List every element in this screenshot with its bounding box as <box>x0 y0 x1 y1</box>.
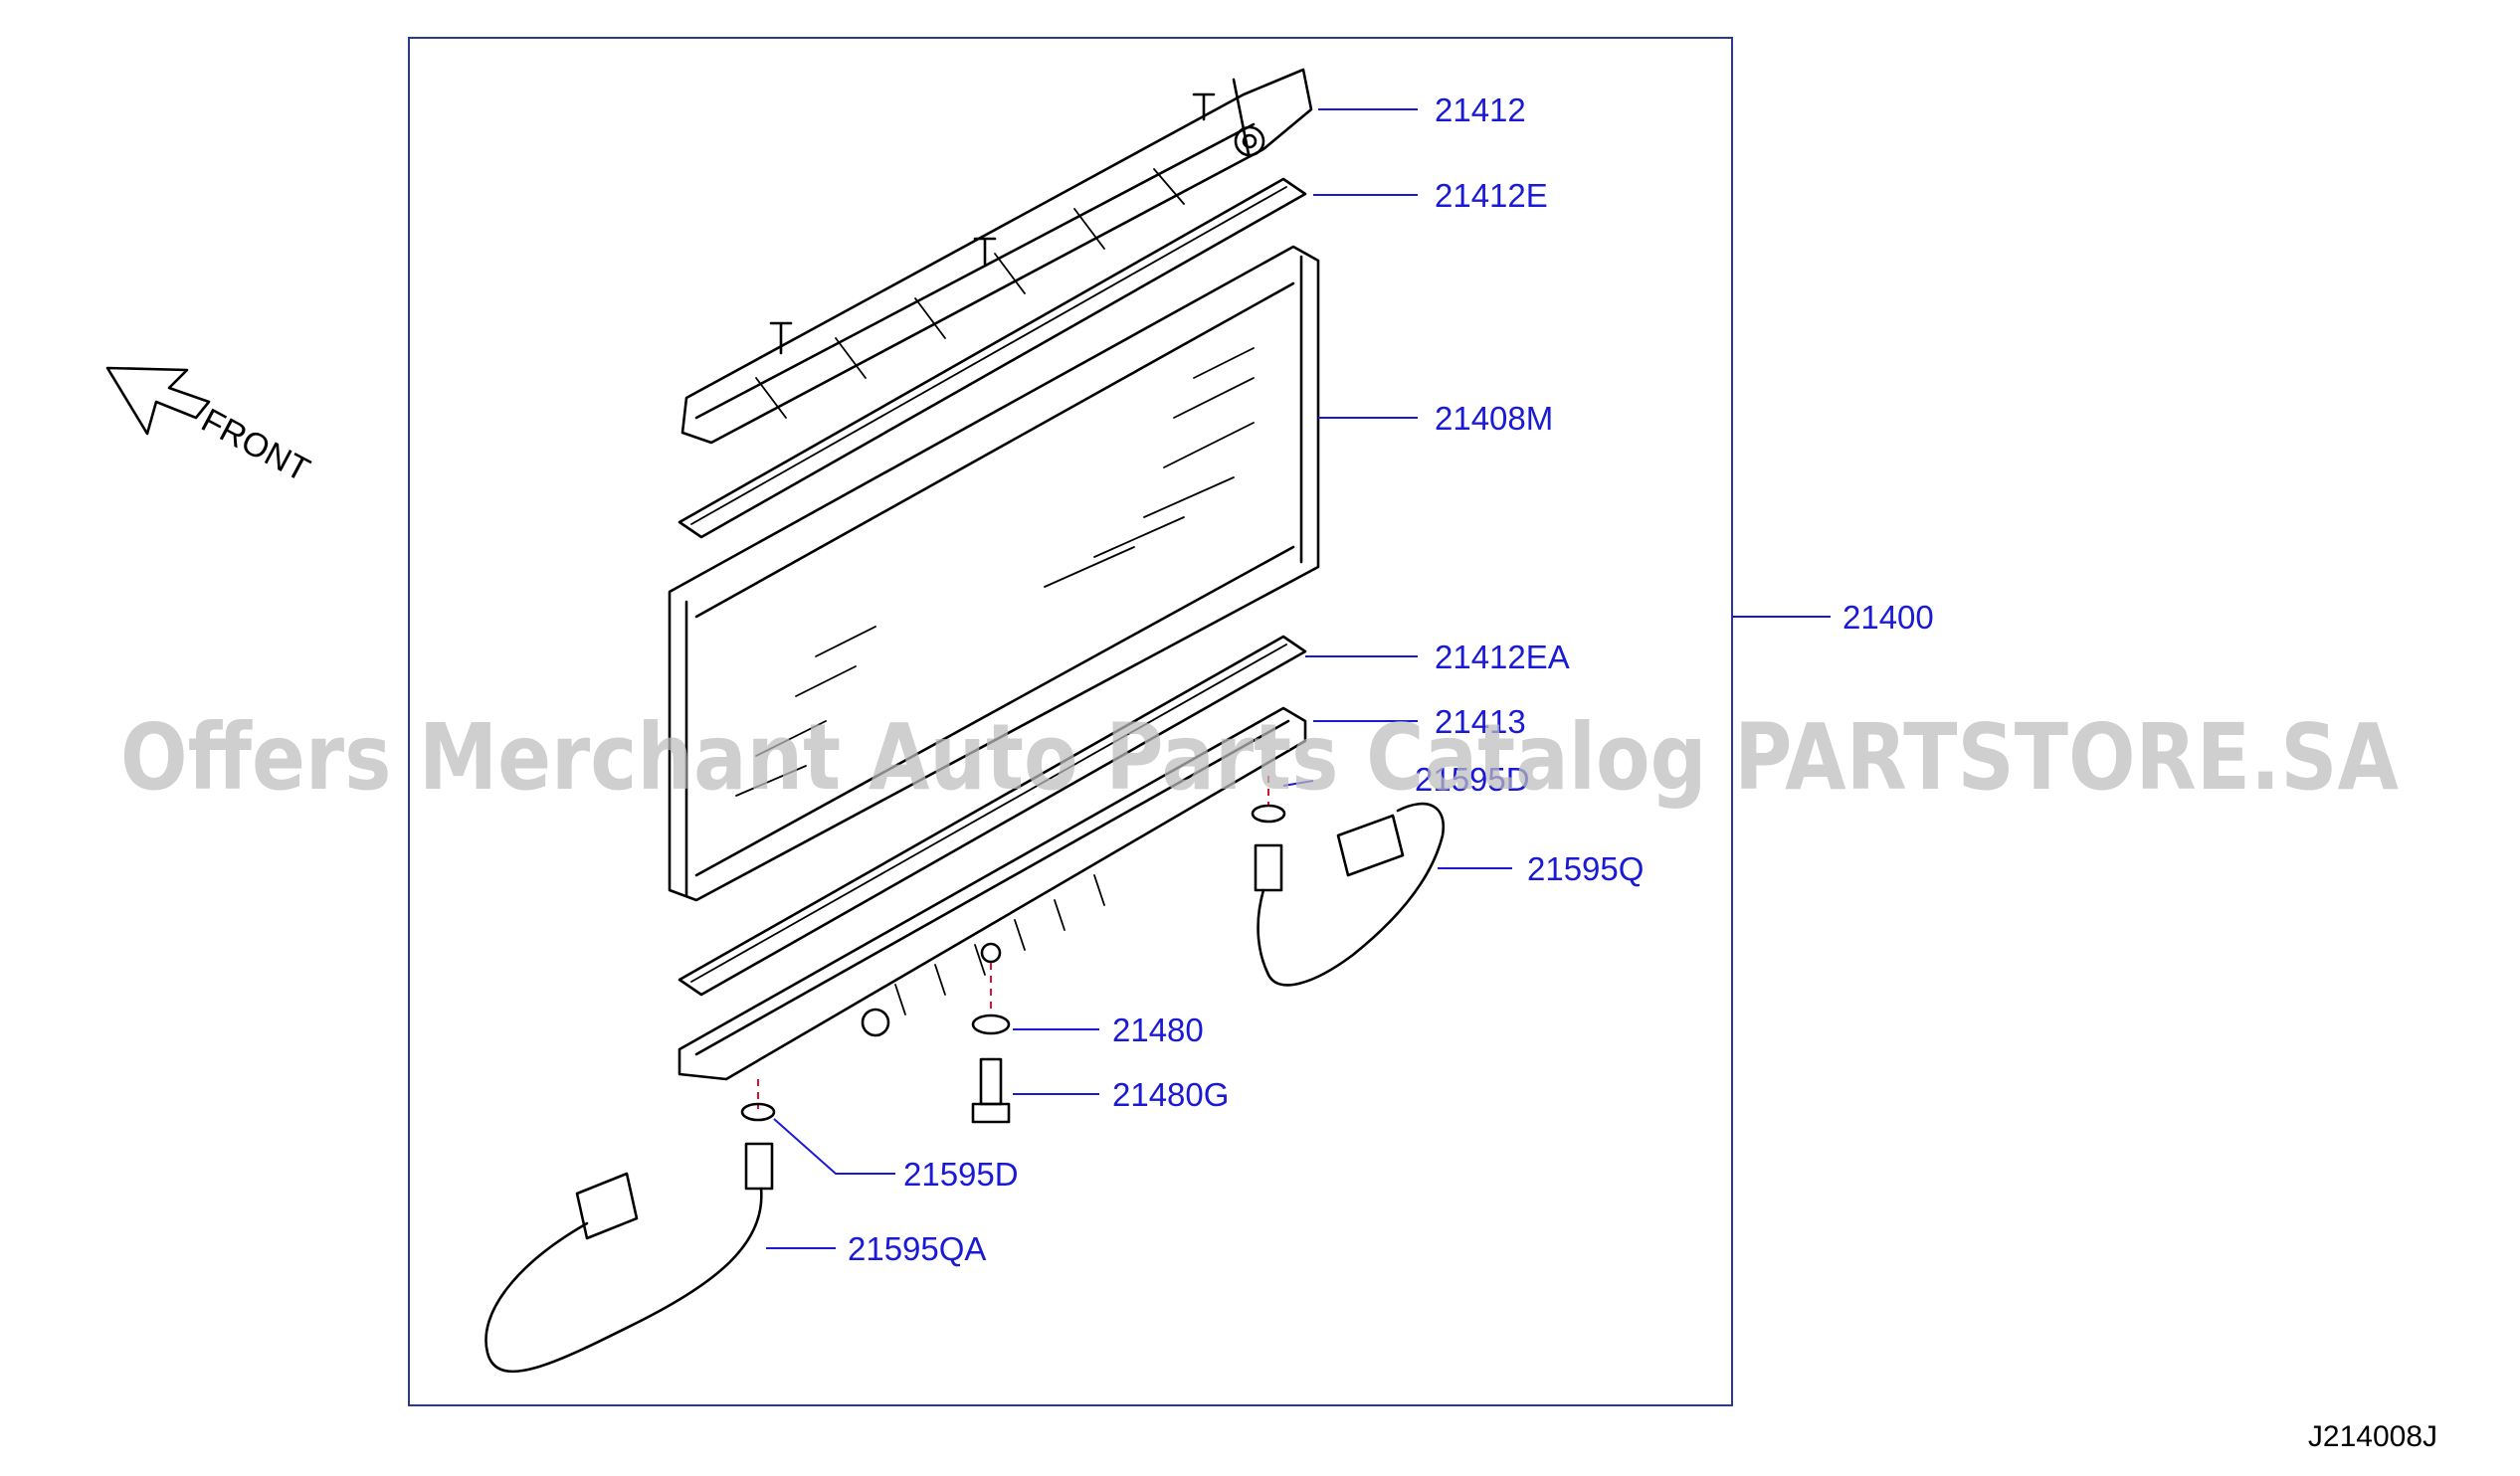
part-label-21595D-obscured[interactable]: 21595D <box>1415 761 1530 798</box>
leader-21595D <box>773 1118 895 1175</box>
sensor-harness-left-drawing <box>485 1142 774 1374</box>
watermark-text: Offers Merchant Auto Parts Catalog PARTS… <box>120 704 2399 811</box>
upper-gasket-drawing <box>678 177 1307 539</box>
drain-plug-drawing <box>971 1057 1011 1124</box>
front-label: FRONT <box>195 402 315 490</box>
washer-21480-drawing <box>971 1014 1011 1035</box>
part-label-21408M[interactable]: 21408M <box>1435 400 1553 437</box>
lower-gasket-drawing <box>678 635 1307 997</box>
washer-21595D-drawing <box>740 1102 776 1122</box>
part-label-21413[interactable]: 21413 <box>1435 703 1526 740</box>
radiator-core-drawing <box>668 245 1320 902</box>
washer-right-drawing <box>1251 804 1286 824</box>
leader-21595D-hidden <box>1282 780 1314 787</box>
upper-tank-drawing <box>680 68 1313 445</box>
sensor-harness-right-drawing <box>1254 802 1446 987</box>
part-label-21480[interactable]: 21480 <box>1112 1012 1204 1048</box>
diagram-code: J214008J <box>2308 1420 2437 1453</box>
part-label-21595D[interactable]: 21595D <box>903 1156 1019 1193</box>
front-arrow-icon <box>105 366 211 436</box>
part-label-21412[interactable]: 21412 <box>1435 92 1526 128</box>
part-label-21480G[interactable]: 21480G <box>1112 1076 1229 1113</box>
part-label-21595QA[interactable]: 21595QA <box>848 1230 986 1267</box>
diagram-frame <box>408 37 1733 1406</box>
part-label-21412E[interactable]: 21412E <box>1435 177 1548 214</box>
part-label-21400[interactable]: 21400 <box>1842 599 1934 636</box>
part-label-21412EA[interactable]: 21412EA <box>1435 639 1570 675</box>
part-label-21595Q[interactable]: 21595Q <box>1527 850 1644 887</box>
lower-tank-drawing <box>678 706 1307 1081</box>
